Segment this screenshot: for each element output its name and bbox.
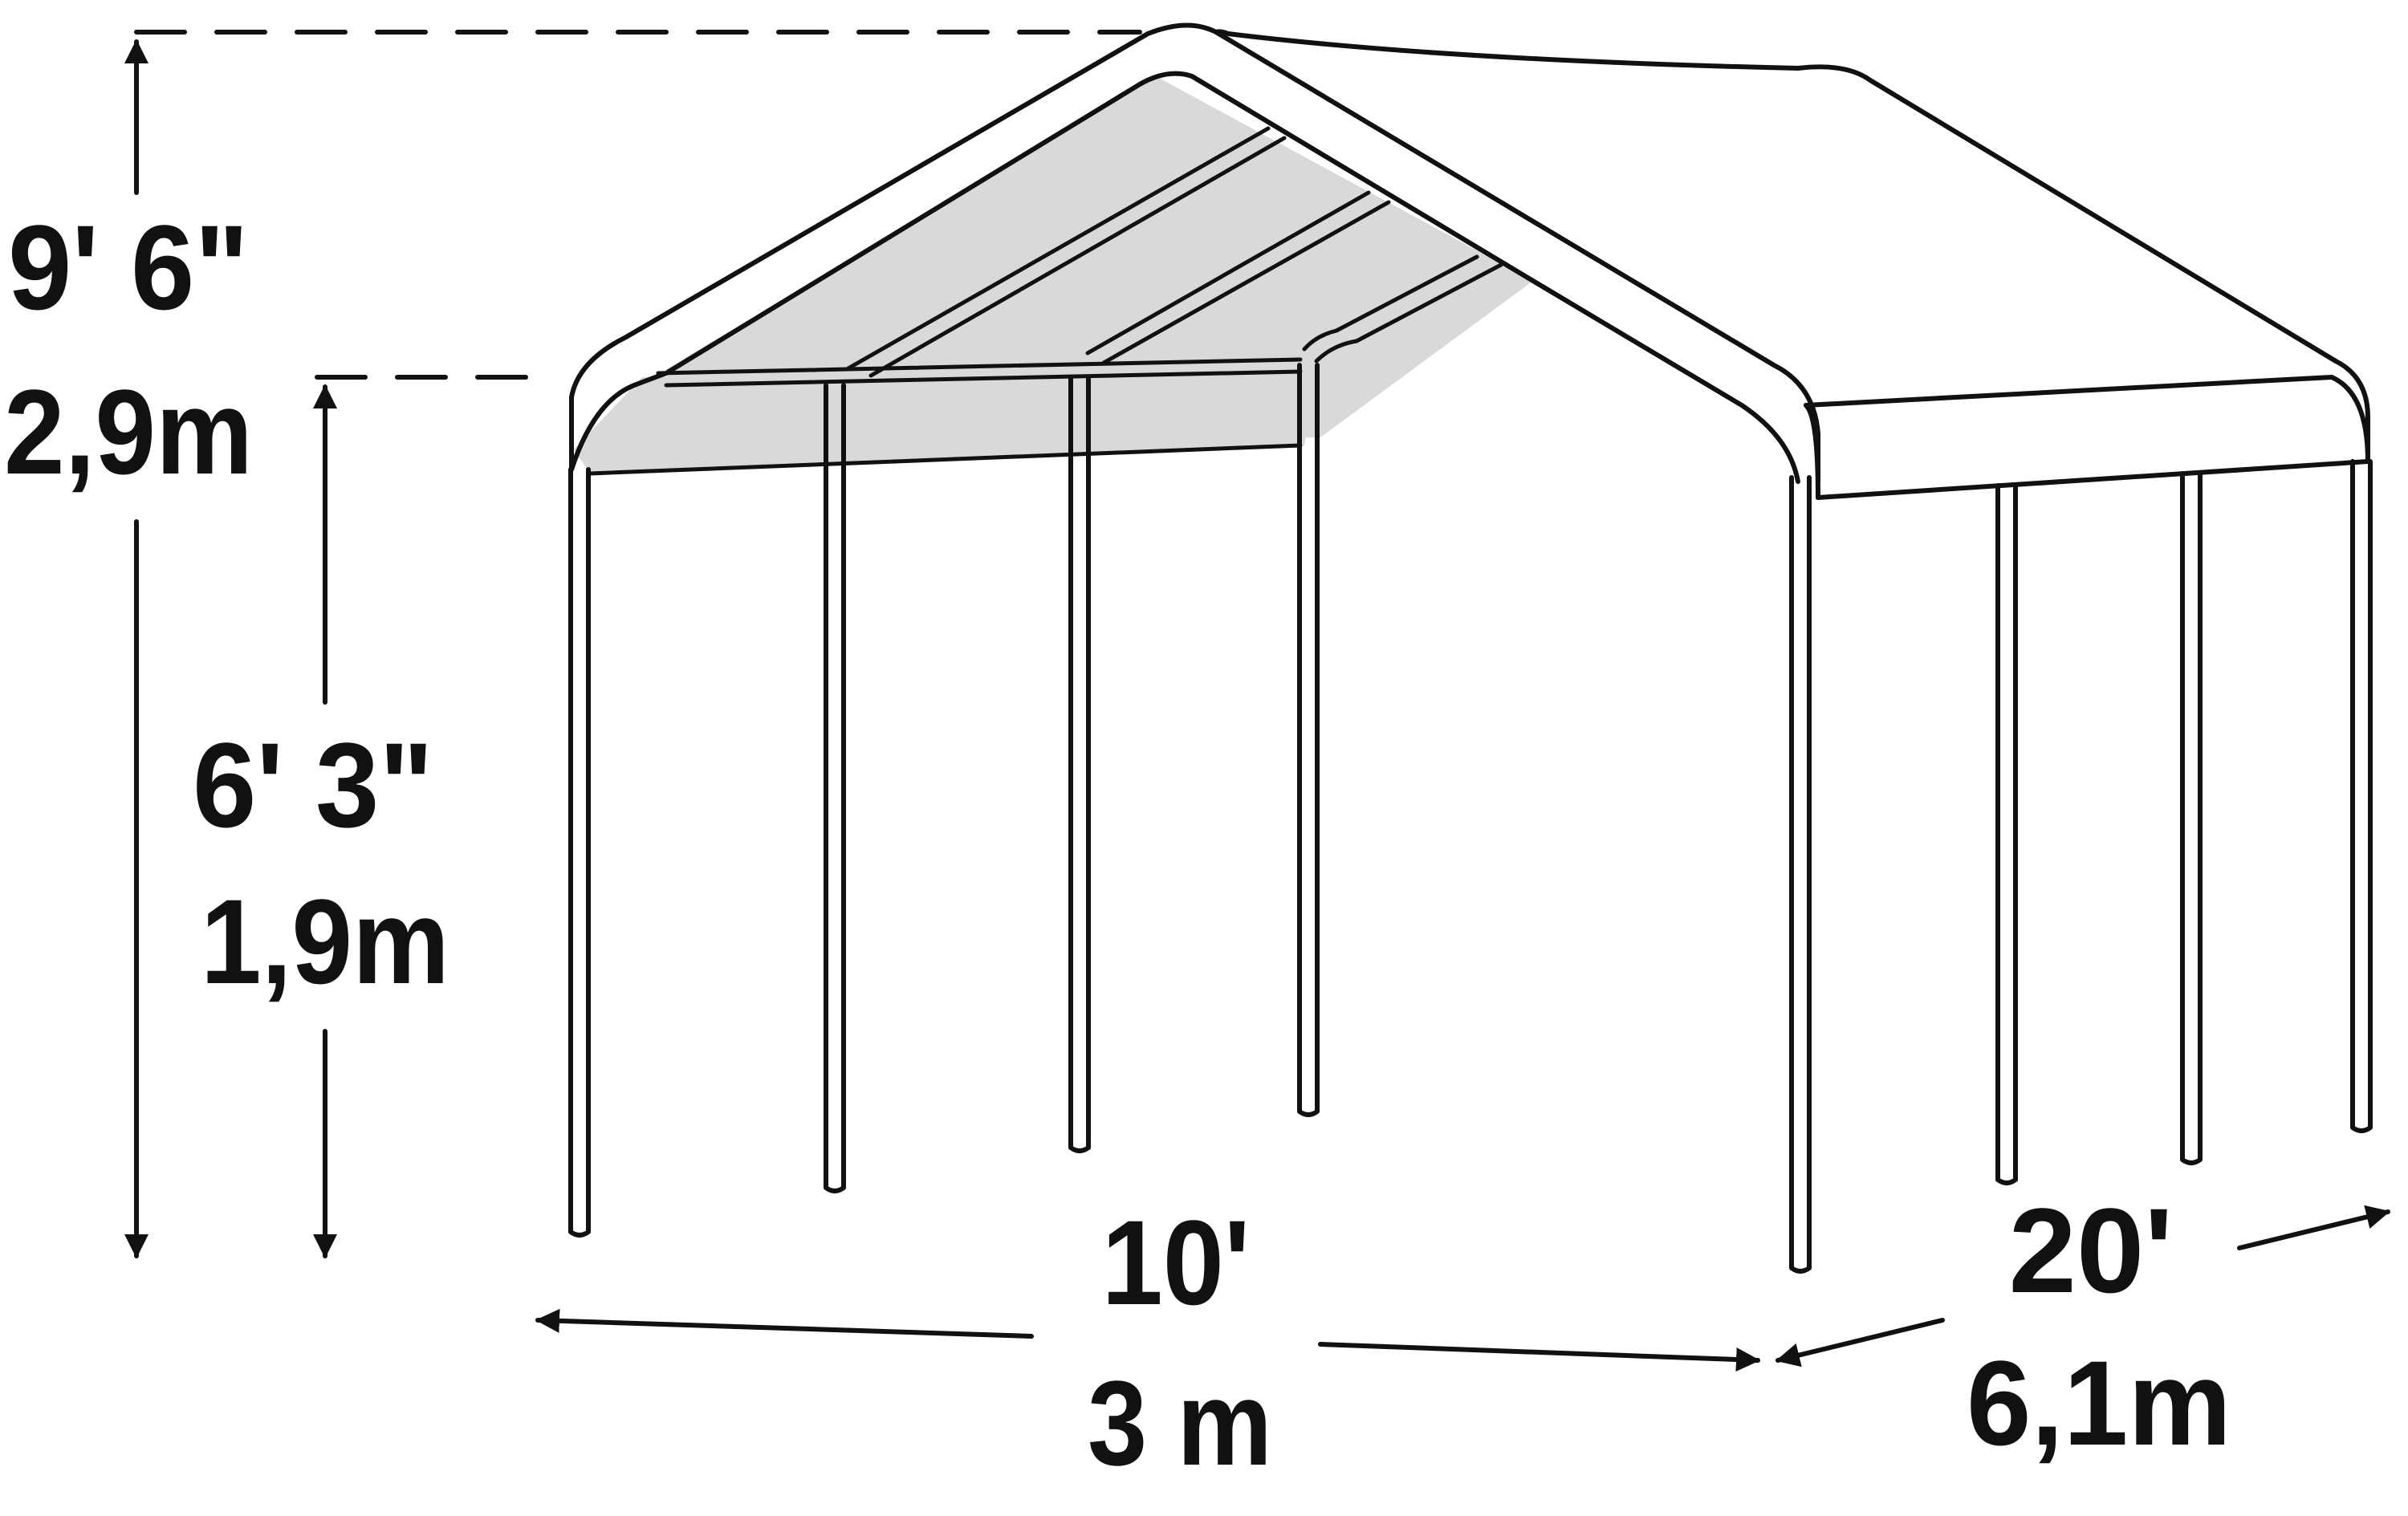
front-mid-leg-2 bbox=[1068, 375, 1091, 1153]
overall-height-imperial: 9' 6" bbox=[8, 200, 249, 335]
width-arrow-right bbox=[1318, 1342, 1760, 1372]
front-gable-inner-edge bbox=[569, 71, 1800, 484]
front-left-leg bbox=[568, 467, 591, 1238]
overall-height-metric: 2,9m bbox=[4, 364, 253, 499]
side-eave-lower bbox=[1816, 459, 2370, 500]
canopy-illustration bbox=[569, 22, 2370, 500]
side-eave-upper bbox=[1804, 375, 2334, 408]
roof-underside bbox=[666, 76, 1533, 445]
front-right-leg bbox=[1789, 475, 1812, 1274]
front-mid-leg-1 bbox=[824, 383, 846, 1193]
length-arrow-right bbox=[2237, 1205, 2390, 1250]
side-leg-1 bbox=[1995, 483, 2018, 1185]
front-gable-outline bbox=[569, 22, 1820, 484]
roof-purlin-1 bbox=[844, 126, 1287, 378]
reference-lines bbox=[134, 30, 1142, 380]
length-imperial: 20' bbox=[2009, 1183, 2174, 1318]
side-leg-2 bbox=[2180, 471, 2203, 1165]
width-arrow-left bbox=[535, 1308, 1034, 1339]
dimension-arrows bbox=[124, 39, 2390, 1372]
side-height-imperial: 6' 3" bbox=[193, 717, 433, 852]
front-eave-bar bbox=[656, 357, 1303, 388]
canopy-legs bbox=[568, 363, 2373, 1274]
dimension-labels: 9' 6" 2,9m 6' 3" 1,9m 10' 3 m 20' 6,1m bbox=[4, 200, 2231, 1490]
width-imperial: 10' bbox=[1102, 1195, 1251, 1330]
front-eave-skirt bbox=[588, 443, 1303, 476]
side-height-metric: 1,9m bbox=[201, 874, 449, 1009]
side-eave-front-cap bbox=[1804, 403, 1820, 500]
side-eave-back-cap bbox=[2329, 375, 2370, 464]
back-right-leg bbox=[2350, 459, 2373, 1133]
length-metric: 6,1m bbox=[1967, 1335, 2231, 1470]
roof-purlin-3 bbox=[1302, 254, 1503, 364]
length-arrow-left bbox=[1775, 1318, 1945, 1368]
width-metric: 3 m bbox=[1088, 1355, 1272, 1490]
front-opening-underside bbox=[574, 365, 1316, 473]
roof-ridge bbox=[1214, 29, 2370, 460]
roof-purlin-2 bbox=[1085, 190, 1391, 365]
front-mid-leg-3 bbox=[1297, 363, 1320, 1117]
